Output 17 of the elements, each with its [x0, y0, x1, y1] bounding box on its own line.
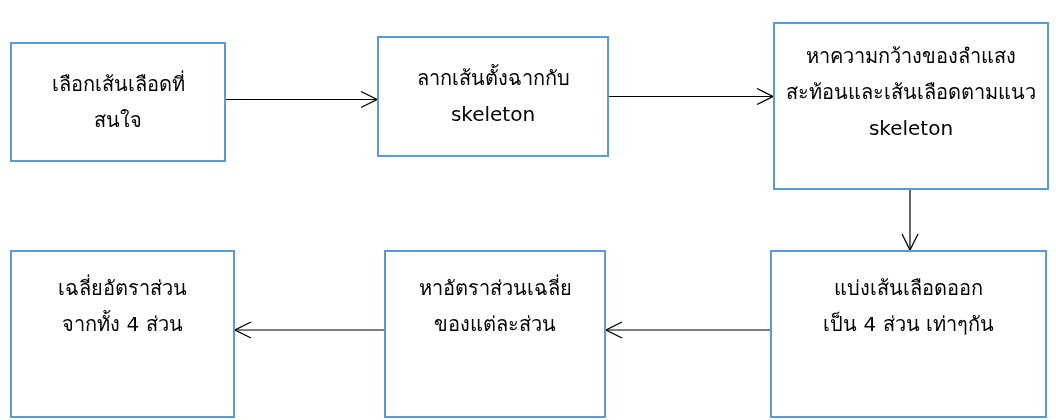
- box-text: หาความกว้างของลำแสงสะท้อนและเส้นเลือดตามแนว skeleton: [786, 43, 1036, 142]
- arrow: [225, 90, 378, 109]
- box-text: ลากเส้นตั้งฉากกับ skeleton: [415, 63, 571, 128]
- box-text: แบ่งเส้นเลือดออก เป็น 4 ส่วน เท่าๆกัน: [822, 275, 995, 338]
- arrow: [605, 321, 771, 339]
- process-box: [10, 42, 226, 162]
- arrow: [608, 87, 774, 106]
- arrow: [901, 189, 919, 251]
- process-box: [377, 36, 609, 157]
- process-box: [773, 22, 1049, 190]
- process-box: [384, 250, 606, 418]
- box-text: เลือกเส้นเลือดที่สนใจ: [50, 69, 186, 134]
- process-box: [10, 250, 235, 418]
- arrow: [234, 321, 385, 339]
- box-text: เฉลี่ยอัตราส่วน จากทั้ง 4 ส่วน: [57, 273, 188, 338]
- box-text: หาอัตราส่วนเฉลี่ย ของแต่ละส่วน: [417, 273, 573, 338]
- process-box: [770, 250, 1047, 418]
